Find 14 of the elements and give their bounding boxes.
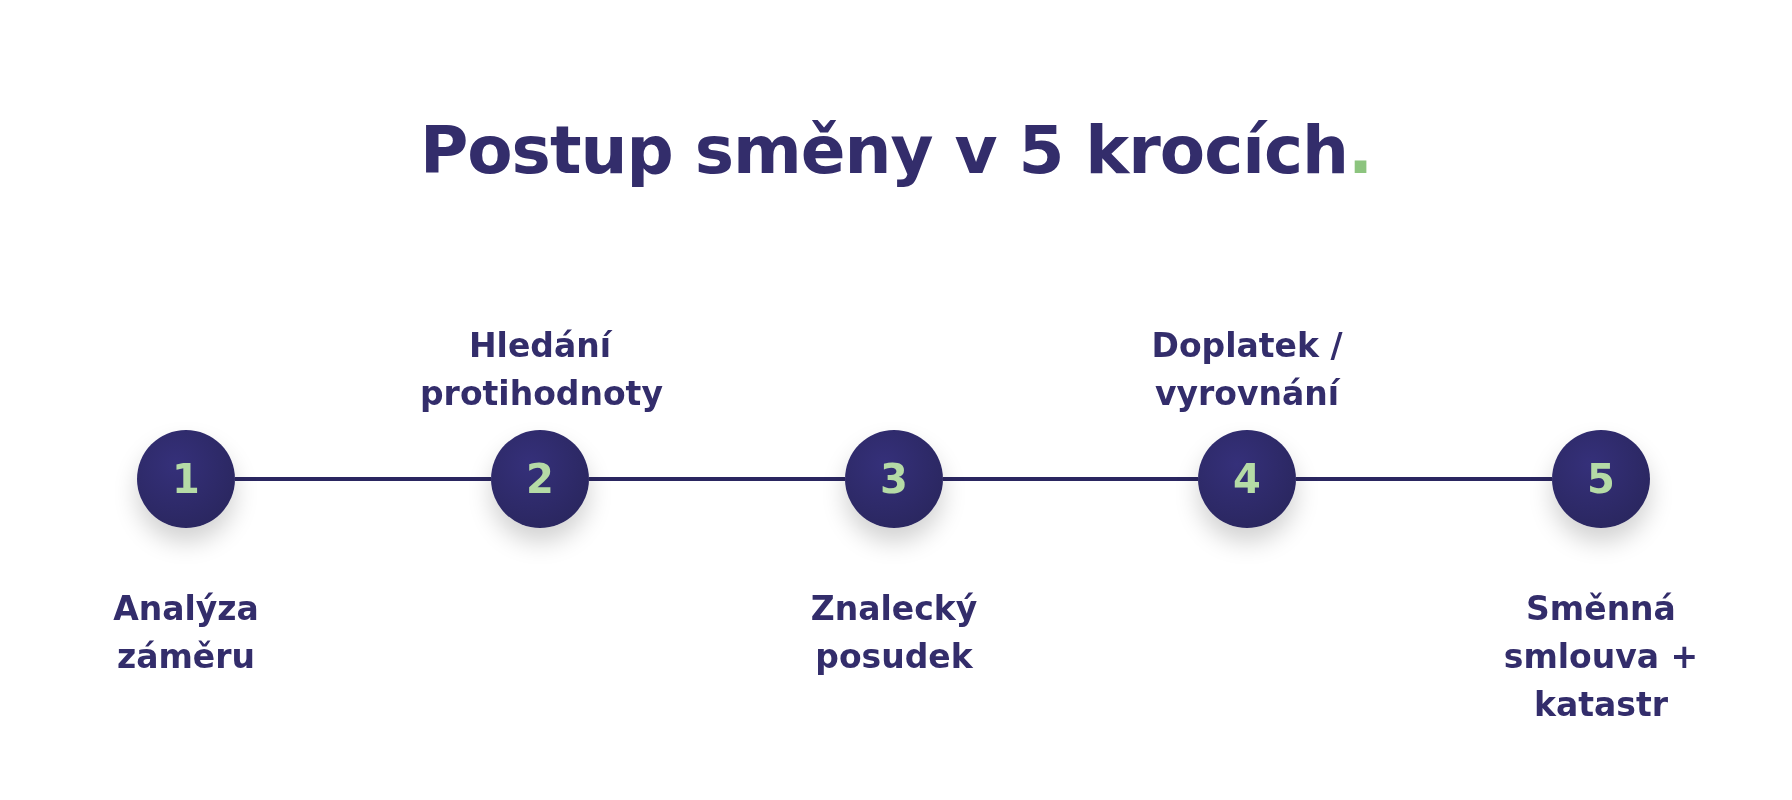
step-number: 2 bbox=[526, 456, 554, 502]
step-label: Znalecký posudek bbox=[809, 588, 979, 678]
connector-line bbox=[235, 477, 491, 481]
connector-line bbox=[943, 477, 1198, 481]
connector-line bbox=[589, 477, 845, 481]
step-number: 4 bbox=[1233, 456, 1261, 502]
step-label: Analýza záměru bbox=[112, 588, 260, 678]
step-number: 1 bbox=[172, 456, 200, 502]
step-label: Směnná smlouva + katastr bbox=[1502, 588, 1700, 726]
step-label: Doplatek / vyrovnání bbox=[1150, 325, 1344, 416]
step-number: 3 bbox=[880, 456, 908, 502]
title: Postup směny v 5 krocích. bbox=[418, 112, 1374, 189]
step-number: 5 bbox=[1587, 456, 1615, 502]
connector-line bbox=[1296, 477, 1552, 481]
